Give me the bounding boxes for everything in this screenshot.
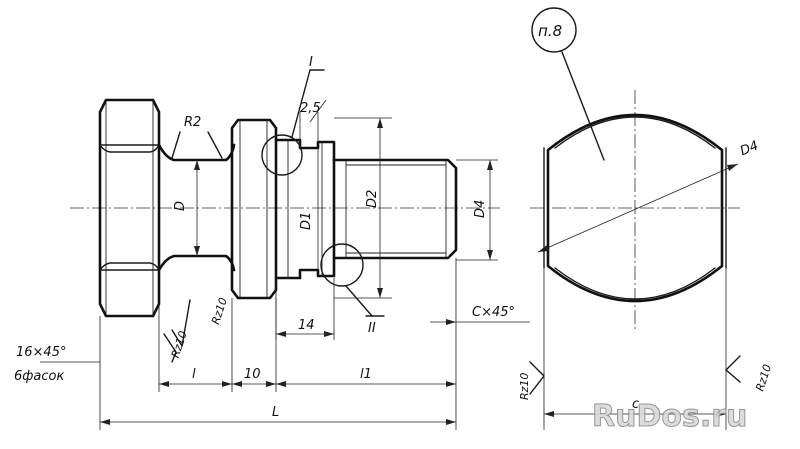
overall-length-label: L (272, 405, 279, 420)
svg-text:Rz10: Rz10 (753, 363, 774, 393)
radius-label: R2 (184, 115, 201, 130)
roughness-symbol-c: Rz10 (518, 361, 545, 400)
roughness-symbol-d: Rz10 (725, 355, 774, 393)
groove-dim-leader (309, 99, 327, 123)
end-view-d4-line (537, 163, 739, 253)
watermark: RuDos.ru (592, 399, 747, 434)
detail-one-leader (291, 69, 311, 138)
end-view (543, 113, 727, 303)
len-l1-label: l1 (360, 367, 372, 382)
len14-label: 14 (298, 318, 315, 333)
svg-text:Rz10: Rz10 (169, 329, 190, 359)
diameter-d1-label: D1 (299, 212, 314, 230)
detail-two-label: II (368, 321, 376, 336)
item-balloon-label: п.8 (538, 22, 562, 40)
end-view-d4-label: D4 (738, 138, 761, 159)
groove-width-label: 2,5 (300, 101, 321, 116)
end-view-width-label: c (632, 397, 639, 412)
detail-one-label: I (309, 55, 313, 70)
diameter-d4-label: D4 (473, 200, 488, 218)
roughness-symbol-b: Rz10 (163, 329, 190, 363)
svg-text:Rz10: Rz10 (518, 373, 531, 400)
chamfer-note-count: 6фасок (14, 369, 64, 384)
radius-leader-right (207, 131, 223, 159)
radius-leader-left (171, 131, 181, 159)
item-balloon-leader (561, 51, 605, 161)
detail-circle-two (320, 243, 364, 287)
chamfer-note-size: 16×45° (16, 345, 66, 360)
shaft-mid-body (274, 138, 336, 280)
shaft-collar (230, 118, 278, 300)
diameter-d-label: D (173, 201, 188, 211)
threaded-end (332, 158, 458, 260)
chamfer-c-label: C×45° (472, 305, 515, 320)
hex-head (98, 98, 161, 318)
detail-two-leader (345, 285, 373, 317)
len-10-label: 10 (244, 367, 261, 382)
item-balloon (531, 7, 577, 53)
svg-text:Rz10: Rz10 (209, 296, 230, 326)
detail-circle-one (261, 134, 303, 176)
diameter-d2-label: D2 (365, 190, 380, 208)
len-l-label: l (192, 367, 196, 382)
